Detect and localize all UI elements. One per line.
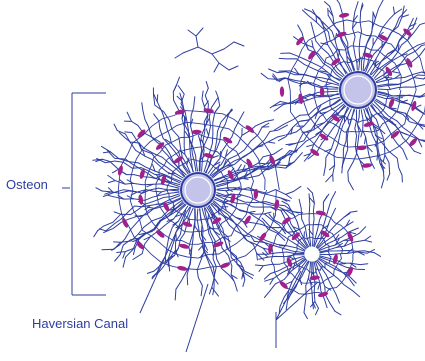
lacuna	[139, 168, 146, 179]
osteon-label: Osteon	[6, 177, 48, 192]
canaliculus-branch	[402, 15, 409, 17]
canaliculus	[309, 194, 311, 246]
canaliculus-branch	[243, 280, 245, 287]
canaliculus	[188, 30, 198, 47]
haversian-canal-leader	[140, 210, 186, 313]
lacuna	[363, 121, 374, 128]
haversian-canal	[181, 173, 215, 207]
lacuna	[278, 280, 289, 290]
canaliculus-branch	[209, 287, 211, 294]
canaliculus-branch	[312, 41, 313, 48]
canaliculus-branch	[268, 142, 275, 143]
canaliculus	[370, 18, 413, 74]
canaliculus-branch	[396, 98, 403, 99]
canaliculus	[258, 252, 305, 254]
canaliculus-branch	[304, 9, 311, 12]
canaliculus-branch	[304, 313, 307, 319]
canaliculus	[211, 204, 268, 254]
canaliculus-branch	[259, 266, 263, 272]
lacuna	[295, 36, 305, 47]
canaliculus-branch	[348, 117, 349, 124]
canaliculus-branch	[335, 311, 341, 315]
canaliculus-branch	[316, 308, 319, 314]
haversian-canal	[340, 72, 376, 108]
lacuna	[280, 86, 285, 96]
canaliculus-branch	[278, 135, 285, 137]
canaliculus-branch	[357, 57, 361, 63]
lacuna	[408, 137, 418, 148]
canaliculus	[93, 159, 180, 186]
canaliculus	[212, 54, 219, 72]
canaliculus-branch	[350, 211, 357, 212]
canaliculus-branch	[114, 124, 117, 130]
canaliculus-branch	[414, 151, 421, 154]
canaliculus-branch	[224, 203, 226, 210]
canaliculi-leader-branch-b	[276, 271, 301, 320]
lacuna	[177, 265, 188, 271]
canaliculus	[348, 110, 357, 190]
canaliculus-branch	[94, 231, 98, 237]
canaliculus-branch	[214, 278, 218, 284]
canaliculus	[364, 109, 384, 172]
canaliculus-branch	[325, 2, 330, 7]
canaliculus-branch	[177, 77, 180, 84]
canaliculus-branch	[96, 188, 102, 191]
canaliculus-branch	[308, 188, 313, 193]
canaliculus	[127, 112, 186, 175]
canaliculus-branch	[206, 129, 208, 136]
canaliculus-branch	[387, 174, 390, 181]
canaliculus-branch	[147, 271, 154, 273]
haversian-canal-label: Haversian Canal	[32, 316, 128, 331]
canaliculus-branch	[335, 33, 336, 40]
canaliculus	[197, 209, 204, 296]
canaliculus-branch	[208, 214, 209, 221]
canaliculus-branch	[393, 7, 394, 14]
canaliculus-branch	[375, 253, 381, 257]
lacuna-leader	[186, 284, 208, 352]
canaliculus	[175, 53, 183, 58]
canaliculus-branch	[392, 72, 399, 73]
canaliculus-branch	[216, 91, 219, 98]
canaliculus	[211, 123, 269, 176]
canaliculus-branch	[125, 132, 132, 133]
lacuna	[203, 152, 214, 159]
canaliculus-branch	[114, 212, 121, 214]
canaliculus	[183, 47, 224, 54]
canaliculus-branch	[383, 155, 385, 162]
canaliculus	[282, 209, 307, 248]
osteon-bracket	[72, 93, 106, 295]
canaliculus	[224, 42, 244, 49]
canaliculus-branch	[336, 0, 340, 4]
canaliculus-branch	[264, 212, 271, 214]
canaliculus-branch	[108, 181, 115, 183]
canaliculus	[219, 63, 238, 70]
canaliculus-branch	[206, 82, 208, 89]
canaliculus-branch	[123, 252, 126, 259]
lacuna	[117, 165, 124, 176]
canaliculus-branch	[236, 195, 242, 199]
canaliculus	[357, 110, 364, 170]
lacuna	[339, 12, 350, 18]
canaliculus-branch	[113, 169, 119, 173]
canaliculus-branch	[286, 194, 292, 198]
canaliculus	[196, 28, 203, 36]
canaliculus-branch	[365, 240, 372, 242]
